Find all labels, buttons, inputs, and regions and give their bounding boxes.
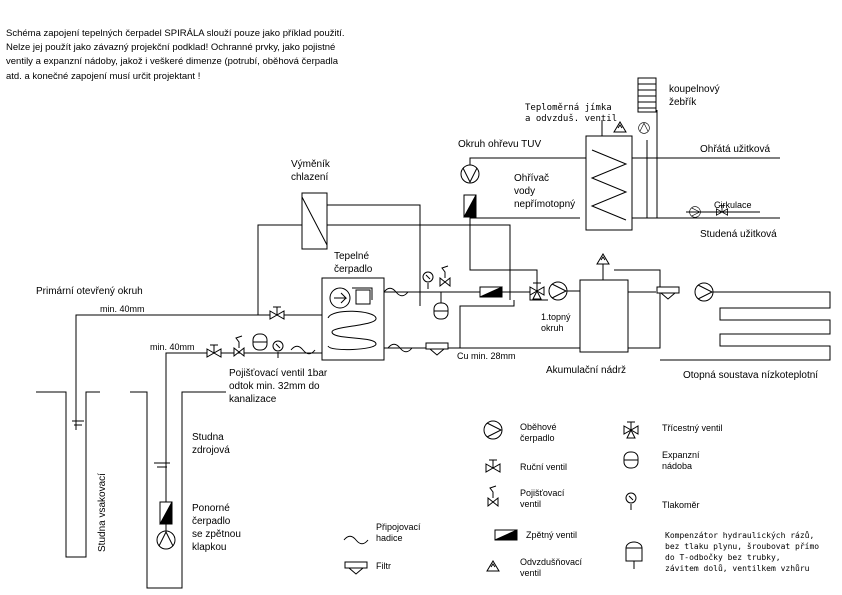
label-min-40-bottom: min. 40mm (150, 342, 195, 352)
legend-expansion-vessel: Expanzní nádoba (662, 450, 700, 471)
label-heat-exchanger: Výměník chlazení (291, 159, 330, 183)
label-thermometer-well: Teploměrná jímka a odvzduš. ventil (525, 103, 618, 124)
pipe-hp-flow (384, 291, 548, 301)
legend-hydraulic-compensator: Kompenzátor hydraulických rázů, bez tlak… (665, 531, 820, 573)
legend-three-way-valve: Třícestný ventil (662, 423, 723, 433)
label-submersible-pump: Ponorné čerpadlo se zpětnou klapkou (192, 503, 241, 553)
legend-manual-valve: Ruční ventil (520, 462, 568, 472)
label-indirect-heater: Ohřívač vody nepřímotopný (514, 173, 576, 210)
submersible-pump (156, 501, 176, 550)
label-hot-water: Ohřátá užitková (700, 144, 771, 155)
pipe-primary-out (75, 314, 322, 430)
legend-pressure-gauge: Tlakoměr (662, 500, 700, 510)
label-min-40-top: min. 40mm (100, 304, 145, 314)
label-primary-open-circuit: Primární otevřený okruh (36, 286, 143, 297)
disclaimer-note: Schéma zapojení tepelných čerpadel SPIRÁ… (6, 28, 345, 82)
legend-filter: Filtr (376, 561, 391, 571)
label-dhw-circuit: Okruh ohřevu TUV (458, 139, 542, 150)
dhw-pump (460, 157, 586, 218)
indirect-heater (585, 120, 633, 231)
label-heat-pump: Tepelné čerpadlo (334, 251, 373, 275)
label-first-heating-circuit: 1.topný okruh (541, 312, 571, 333)
label-floor-heating: Otopná soustava nízkoteplotní (683, 370, 819, 381)
cooling-exchanger (257, 192, 511, 315)
bathroom-ladder (637, 77, 657, 113)
label-cu-min: Cu min. 28mm (457, 351, 516, 361)
source-well (130, 391, 226, 589)
pipe-primary-in (165, 352, 322, 540)
label-cold-water: Studená užitková (700, 229, 777, 240)
label-source-well: Studna zdrojová (192, 432, 230, 456)
legend-safety-valve: Pojišťovací ventil (520, 488, 565, 509)
label-seepage-well: Studna vsakovací (97, 473, 108, 552)
label-safety-valve-note: Pojišťovací ventil 1bar odtok min. 32mm … (229, 368, 328, 405)
label-bathroom-ladder: koupelnový žebřík (669, 84, 720, 108)
floor-heating-loops (660, 291, 831, 361)
legend-flexible-hose: Připojovací hadice (376, 522, 421, 543)
accumulation-tank-shape (579, 279, 629, 353)
label-accumulation-tank: Akumulační nádrž (546, 365, 627, 376)
legend-check-valve: Zpětný ventil (526, 530, 578, 540)
seepage-well (36, 391, 100, 558)
legend-air-vent: Odvzdušňovací ventil (520, 557, 583, 578)
legend-circulation-pump: Oběhové čerpadlo (520, 422, 557, 443)
label-circulation: Cirkulace (714, 200, 752, 210)
heat-pump-unit (321, 277, 385, 361)
